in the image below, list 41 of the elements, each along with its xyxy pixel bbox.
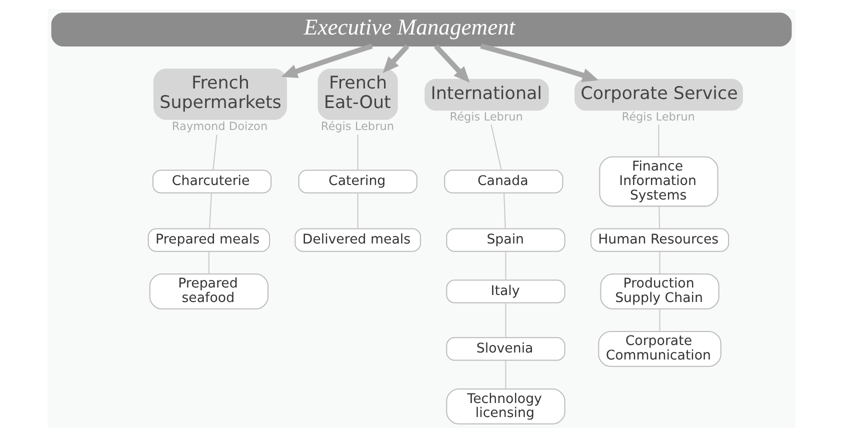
node-box: Spain — [446, 228, 566, 252]
connector — [208, 192, 212, 228]
node-box: Charcuterie — [152, 169, 272, 193]
node-label: Régis Lebrun — [622, 110, 695, 124]
node-box: Technology licensing — [446, 388, 566, 424]
arrow — [480, 43, 599, 82]
connector — [659, 308, 660, 331]
node-box: Delivered meals — [294, 228, 421, 252]
connector — [357, 192, 358, 228]
node-box: Prepared meals — [148, 228, 270, 252]
node-box: Catering — [298, 169, 418, 193]
connector — [357, 134, 358, 170]
node-label: Raymond Doizon — [172, 119, 268, 132]
node-box: Corporate Service — [574, 78, 743, 110]
arrow — [382, 44, 410, 73]
connector — [490, 124, 502, 170]
connector — [504, 192, 506, 228]
node-box: Production Supply Chain — [600, 272, 720, 309]
node-box: Canada — [444, 169, 564, 193]
arrow — [281, 43, 373, 78]
connector — [208, 251, 210, 274]
node-box: International — [424, 78, 549, 110]
node-box: Corporate Communication — [598, 330, 722, 366]
node-box: Italy — [446, 279, 566, 303]
connector — [505, 302, 506, 338]
connector — [505, 360, 506, 388]
connector — [659, 251, 660, 274]
connector — [505, 251, 506, 280]
connector — [212, 134, 218, 170]
node-box: French Eat-Out — [318, 68, 398, 120]
node-box: Finance Information Systems — [599, 156, 718, 206]
node-box: Human Resources — [590, 228, 730, 252]
node-box: Prepared seafood — [149, 272, 268, 309]
node-box: Executive Management — [51, 12, 792, 46]
node-box: French Supermarkets — [153, 68, 287, 120]
node-label: Régis Lebrun — [320, 119, 394, 132]
node-label: Régis Lebrun — [450, 110, 523, 124]
node-box: Slovenia — [446, 336, 566, 360]
arrow — [434, 44, 470, 82]
connector — [658, 206, 660, 228]
connector — [658, 124, 660, 156]
